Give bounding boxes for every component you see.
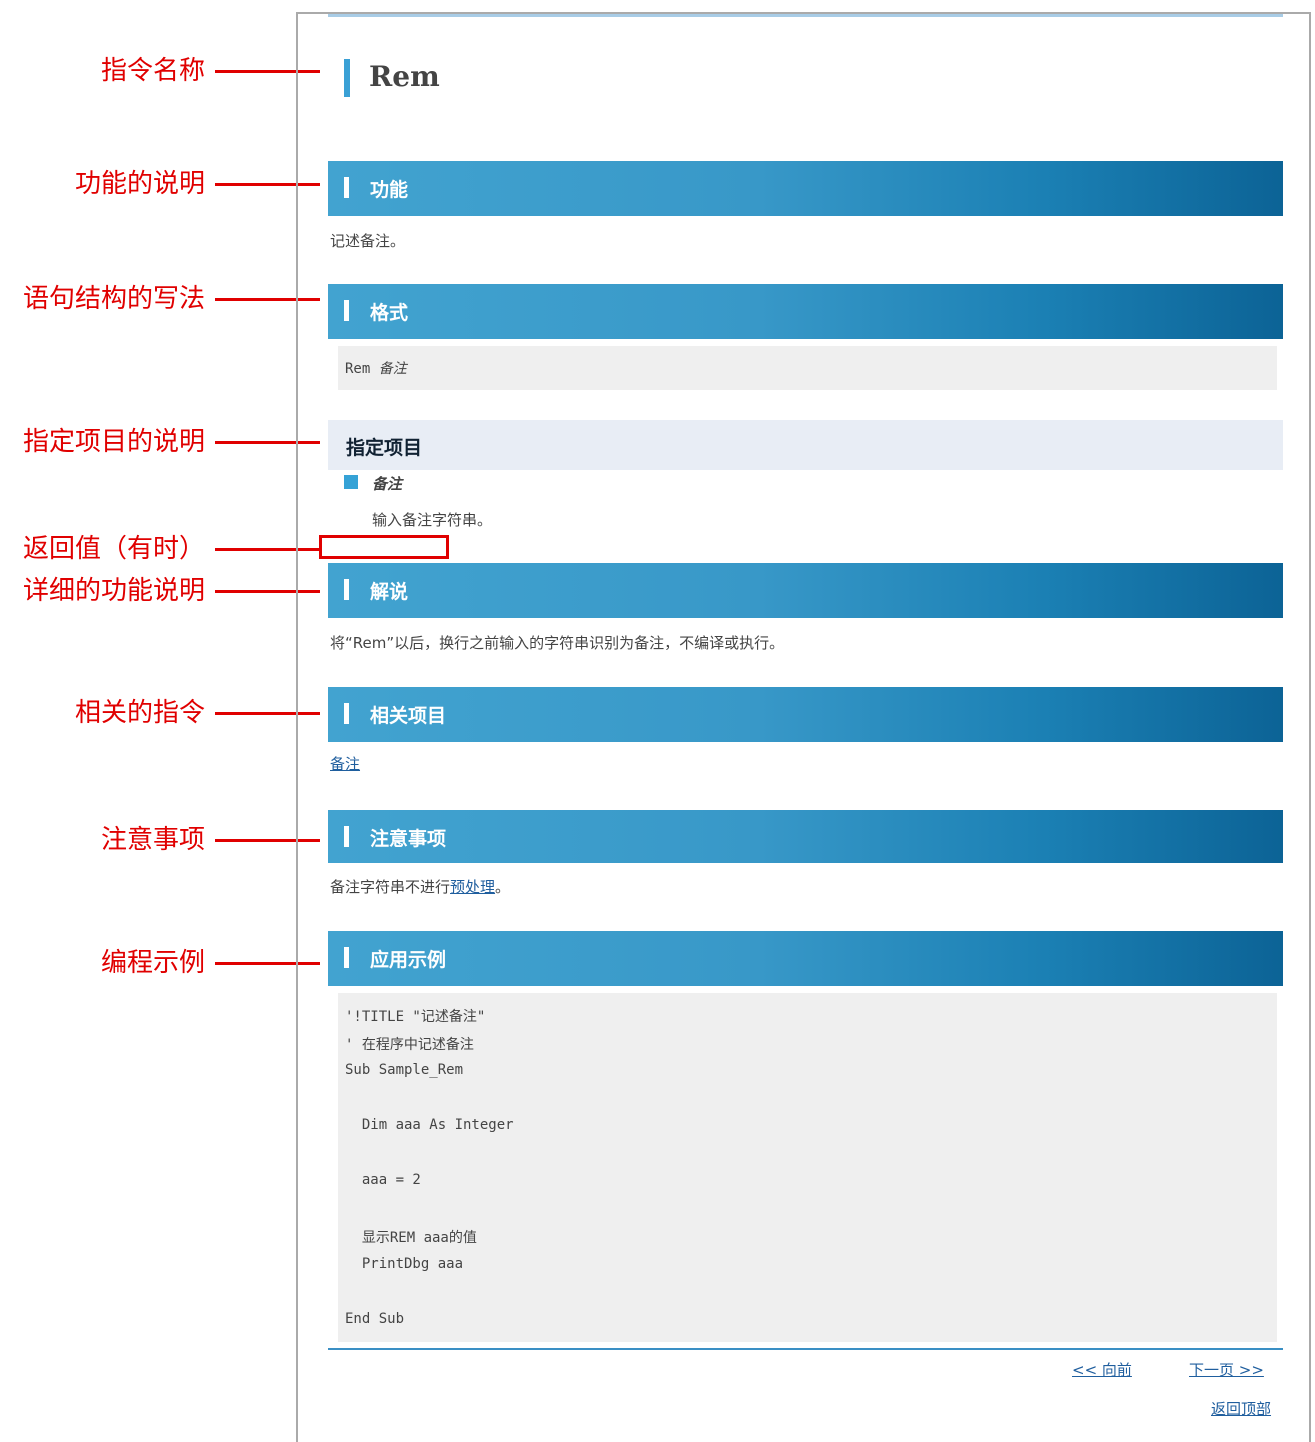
pointer-line [215, 70, 320, 73]
preprocess-link[interactable]: 预处理 [450, 878, 496, 896]
pointer-line [215, 712, 320, 715]
footer-divider [328, 1348, 1283, 1350]
pointer-line [215, 548, 320, 551]
pointer-line [215, 183, 320, 186]
section-header-explain: 解说 [328, 563, 1283, 618]
notes-text: 备注字符串不进行预处理。 [330, 878, 511, 896]
bullet-square-icon [344, 475, 358, 489]
section-header-function: 功能 [328, 161, 1283, 216]
pointer-line [215, 298, 320, 301]
function-text: 记述备注。 [330, 232, 406, 250]
pointer-line [215, 441, 320, 444]
format-code: Rem 备注 [338, 346, 1277, 390]
page-title: Rem [369, 60, 440, 93]
section-header-notes: 注意事项 [328, 810, 1283, 863]
section-header-example: 应用示例 [328, 931, 1283, 986]
pointer-line [215, 839, 320, 842]
next-link[interactable]: 下一页 >> [1189, 1361, 1264, 1379]
section-header-format: 格式 [328, 284, 1283, 339]
section-header-related: 相关项目 [328, 687, 1283, 742]
explain-text: 将“Rem”以后，换行之前输入的字符串识别为备注，不编译或执行。 [330, 634, 785, 652]
related-link[interactable]: 备注 [330, 755, 361, 773]
param-desc: 输入备注字符串。 [372, 511, 493, 529]
param-name: 备注 [372, 475, 403, 493]
pointer-line [215, 590, 320, 593]
back-to-top-link[interactable]: 返回顶部 [1211, 1400, 1272, 1418]
title-accent-bar [344, 59, 350, 97]
example-code: '!TITLE "记述备注" ' 在程序中记述备注 Sub Sample_Rem… [338, 993, 1277, 1342]
prev-link[interactable]: << 向前 [1072, 1361, 1132, 1379]
return-value-box [319, 535, 449, 559]
params-header: 指定项目 [328, 420, 1283, 470]
page-frame [296, 12, 1311, 1442]
top-divider [328, 14, 1283, 17]
pointer-line [215, 962, 320, 965]
